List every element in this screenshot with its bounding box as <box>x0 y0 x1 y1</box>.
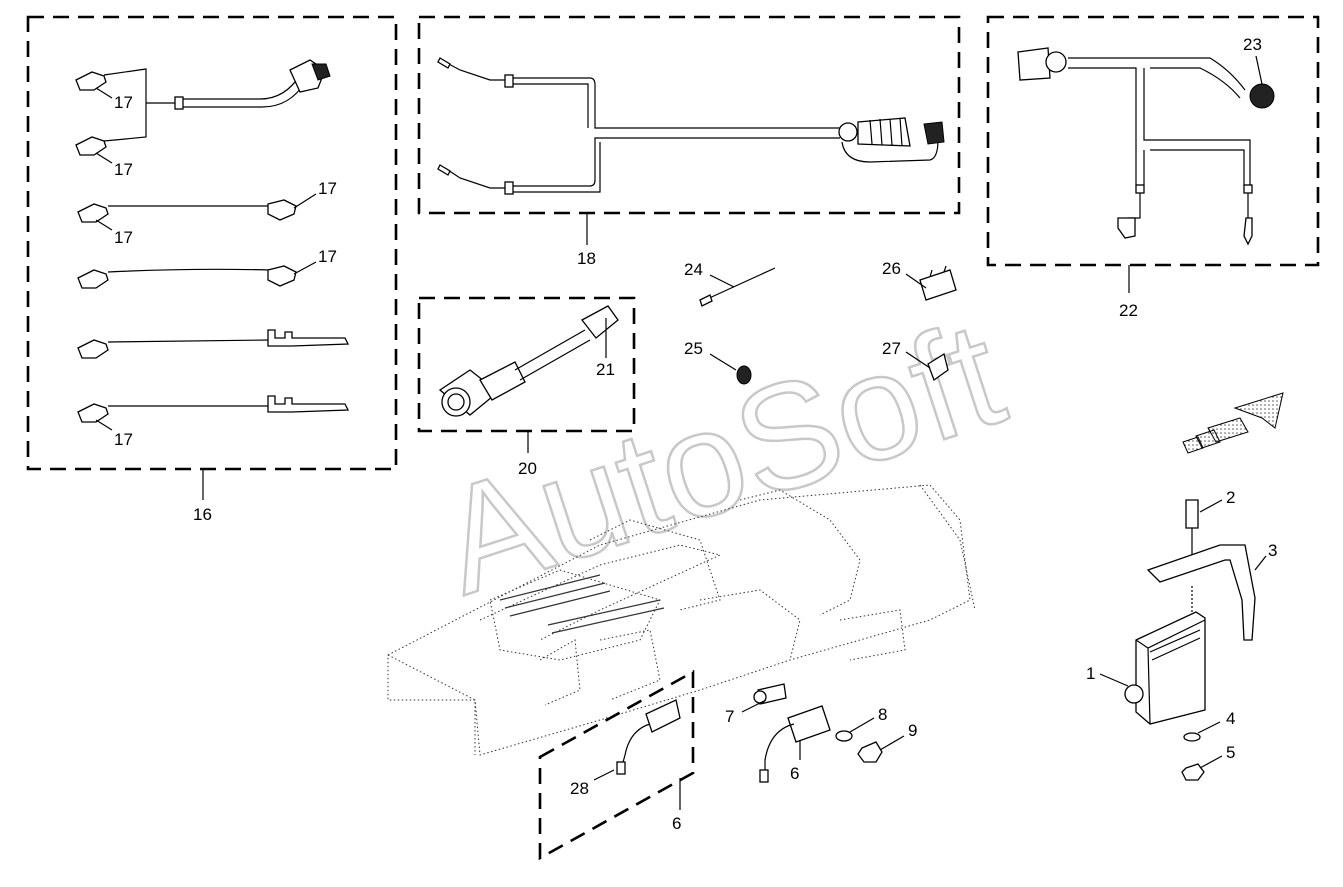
callout-3: 3 <box>1268 541 1277 560</box>
callout-17e: 17 <box>318 247 337 266</box>
callout-23: 23 <box>1243 35 1262 54</box>
callout-17c: 17 <box>114 228 133 247</box>
callout-5: 5 <box>1226 743 1235 762</box>
callout-16: 16 <box>193 505 212 524</box>
callout-17b: 17 <box>114 160 133 179</box>
callout-26: 26 <box>882 259 901 278</box>
callout-4: 4 <box>1226 709 1235 728</box>
callout-6b: 6 <box>672 814 681 833</box>
callout-1: 1 <box>1086 664 1095 683</box>
callout-20: 20 <box>518 459 537 478</box>
harness-22-box: 22 23 <box>986 15 1320 320</box>
grommet-25: 25 <box>684 339 752 385</box>
callout-17f: 17 <box>114 430 133 449</box>
control-unit-assembly: 2 3 1 4 5 <box>1086 488 1277 781</box>
fuse-27: 27 <box>882 339 949 382</box>
callout-18: 18 <box>577 249 596 268</box>
callout-6a: 6 <box>790 764 799 783</box>
forward-arrow-icon <box>1182 392 1284 454</box>
callout-2: 2 <box>1226 488 1235 507</box>
callout-22: 22 <box>1119 301 1138 320</box>
watermark: AutoSoft <box>420 287 1022 627</box>
callout-7: 7 <box>725 707 734 726</box>
callout-28: 28 <box>570 779 589 798</box>
ground-plate-assembly: 7 6 8 9 <box>725 683 917 783</box>
kit-6-box: 6 28 <box>538 669 695 861</box>
callout-25: 25 <box>684 339 703 358</box>
terminal-part-17 <box>75 59 331 164</box>
watermark-text: AutoSoft <box>422 288 1021 626</box>
fuse-holder-26: 26 <box>882 259 957 301</box>
cable-20-box: 20 21 <box>417 296 636 478</box>
callout-9: 9 <box>908 721 917 740</box>
callout-27: 27 <box>882 339 901 358</box>
chassis-frame <box>387 484 976 756</box>
callout-17d: 17 <box>318 179 337 198</box>
callout-24: 24 <box>684 260 703 279</box>
cable-tie-24: 24 <box>684 260 776 307</box>
harness-18-box: 18 <box>417 15 961 268</box>
callout-21: 21 <box>596 360 615 379</box>
callout-17a: 17 <box>114 93 133 112</box>
callout-8: 8 <box>878 705 887 724</box>
kit-16-box: 16 17 17 17 17 17 <box>26 15 398 524</box>
